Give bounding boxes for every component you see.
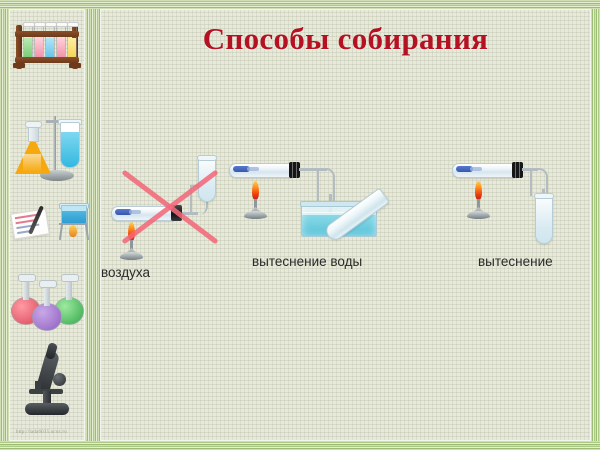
flame-icon <box>475 181 482 200</box>
frame-stripe-right <box>591 0 600 450</box>
burner-stem <box>130 240 133 254</box>
round-flask-red <box>11 274 41 325</box>
rack-tube-1 <box>23 22 35 61</box>
delivery-tube-bend-2 <box>317 168 335 206</box>
frame-stripe-top <box>0 0 600 9</box>
beaker-on-burner <box>57 203 91 247</box>
water-surface <box>302 212 376 215</box>
test-tube-rack <box>13 17 81 69</box>
rack-foot-right <box>69 63 81 68</box>
burner-base <box>244 211 267 219</box>
notes-and-pen <box>10 205 56 241</box>
test-tube-substance-trail <box>470 167 482 171</box>
page-title: Способы собирания <box>202 21 489 56</box>
beaker <box>61 205 87 225</box>
stand-rod <box>53 116 56 174</box>
flask-and-stand <box>13 114 83 194</box>
frame-stripe-bottom <box>0 441 600 450</box>
round-bottom-flasks <box>11 267 84 335</box>
main-panel: Способы собирания <box>100 9 591 441</box>
rack-foot-left <box>13 63 25 68</box>
burner-stem <box>254 199 257 213</box>
burner-2 <box>241 181 269 221</box>
burner-spread <box>124 248 139 255</box>
rack-tube-4 <box>56 22 68 61</box>
caption-displacement: вытеснение <box>478 254 553 269</box>
watermark: http://lada6035.ucoz.ru <box>16 430 67 435</box>
test-tube-stopper <box>512 162 523 178</box>
flame-icon <box>128 222 135 241</box>
stand-base <box>40 170 74 181</box>
microscope-pillar <box>43 391 51 407</box>
burner-spread <box>471 207 486 214</box>
delivery-tube-horizontal-2 <box>299 168 327 171</box>
rack-tube-3 <box>45 22 57 61</box>
burner-stem <box>477 199 480 213</box>
frame-stripe-left <box>0 0 9 450</box>
collecting-tube-rim <box>534 193 554 199</box>
burner-1 <box>117 222 145 262</box>
tripod-leg-left <box>58 223 64 241</box>
burner-spread <box>248 207 263 214</box>
sidebar-panel: http://lada6035.ucoz.ru <box>9 9 90 441</box>
test-tube-substance <box>456 166 473 172</box>
microscope-focus-knob <box>53 373 66 386</box>
test-tube-substance-trail <box>129 210 141 214</box>
round-flask-purple <box>32 280 62 331</box>
flask-lip <box>25 121 42 128</box>
water-displacement-setup <box>225 149 420 264</box>
rack-tube-2 <box>34 22 46 61</box>
displacement-setup <box>430 149 590 264</box>
caption-air-displacement: воздуха <box>101 265 151 280</box>
stand-clamp <box>46 120 62 123</box>
tripod-leg-right <box>84 223 90 241</box>
rack-frame-top <box>15 31 79 37</box>
microscope-base <box>25 403 69 415</box>
flask-gloss <box>23 154 41 172</box>
tripod-top <box>59 223 87 225</box>
frame-stripe-divider <box>86 9 100 441</box>
test-tube-stopper <box>289 162 300 178</box>
spirit-lamp-flame-icon <box>69 225 77 237</box>
air-displacement-setup <box>105 149 235 264</box>
burner-base <box>120 252 143 260</box>
note-sheet <box>10 208 50 240</box>
rack-leg-left <box>16 25 22 69</box>
test-tube-stopper <box>171 205 182 221</box>
test-tube-substance-trail <box>247 167 259 171</box>
flame-icon <box>252 181 259 200</box>
blue-test-tube <box>60 122 80 168</box>
burner-base <box>467 211 490 219</box>
burner-3 <box>464 181 492 221</box>
microscope-objective <box>35 381 41 393</box>
test-tube-substance <box>233 166 250 172</box>
rack-frame-bottom <box>15 57 79 63</box>
microscope <box>21 342 77 419</box>
caption-water-displacement: вытеснение воды <box>252 254 363 269</box>
collecting-tube-rim <box>197 155 217 161</box>
delivery-tube-bend-3 <box>530 168 548 196</box>
rack-tube-5 <box>67 22 79 61</box>
upright-collecting-tube-3 <box>534 193 554 244</box>
upright-collecting-tube-1 <box>197 155 217 202</box>
